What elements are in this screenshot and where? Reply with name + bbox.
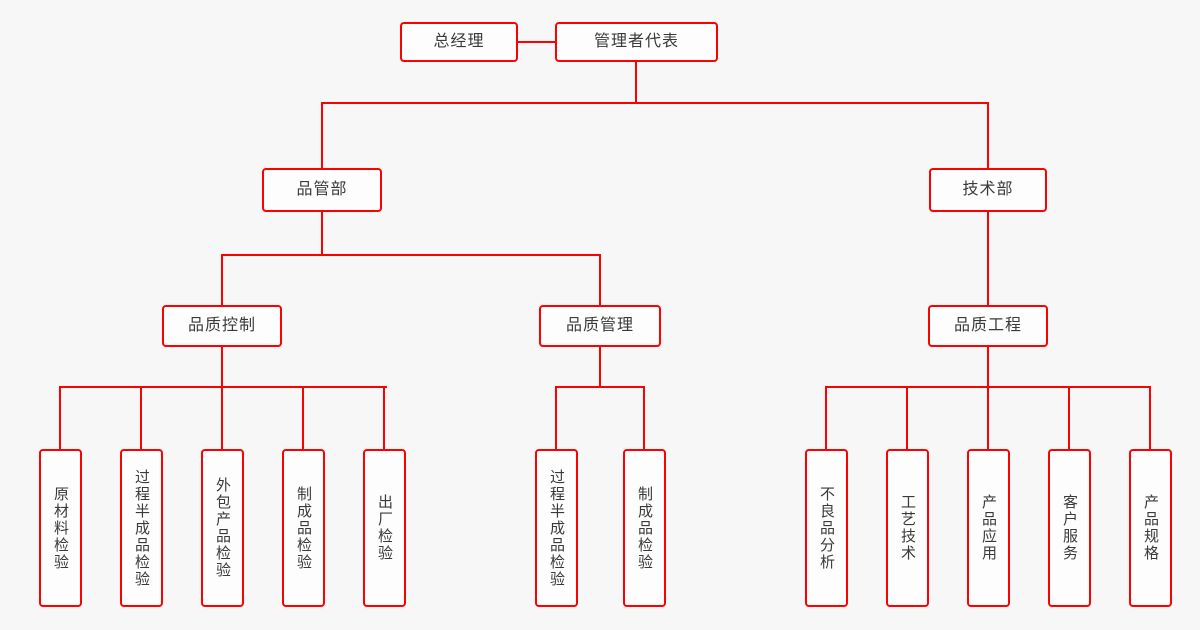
node-customer-service: 客户服务 (1048, 449, 1091, 607)
connector-qm-leaf-1 (555, 386, 557, 449)
node-qm-finished-product-inspection: 制成品检验 (623, 449, 666, 607)
node-product-specification: 产品规格 (1129, 449, 1172, 607)
node-defective-product-analysis: 不良品分析 (805, 449, 848, 607)
connector-quality-engineering-down (987, 347, 989, 388)
connector-qe-leaf-4 (1068, 386, 1070, 449)
connector-qe-leaf-3 (987, 386, 989, 449)
node-label: 总经理 (433, 33, 485, 50)
connector-quality-split-horizontal (221, 254, 601, 256)
connector-main-horizontal (321, 102, 989, 104)
node-general-manager: 总经理 (400, 22, 518, 62)
node-label: 原材料检验 (52, 485, 69, 571)
connector-quality-control-down (221, 347, 223, 388)
node-label: 客户服务 (1061, 494, 1078, 562)
node-outgoing-inspection: 出厂检验 (363, 449, 406, 607)
node-process-semi-product-inspection: 过程半成品检验 (120, 449, 163, 607)
node-tech-dept: 技术部 (929, 168, 1047, 212)
node-label: 过程半成品检验 (133, 468, 150, 588)
node-management-representative: 管理者代表 (555, 22, 718, 62)
node-label: 过程半成品检验 (548, 468, 565, 588)
node-outsourced-product-inspection: 外包产品检验 (201, 449, 244, 607)
node-label: 品质管理 (565, 317, 634, 334)
connector-to-tech-dept (987, 102, 989, 168)
node-quality-engineering: 品质工程 (928, 305, 1048, 347)
node-label: 外包产品检验 (214, 477, 231, 579)
node-quality-dept: 品管部 (262, 168, 382, 212)
connector-qc-leaf-2 (140, 386, 142, 449)
connector-to-quality-dept (321, 102, 323, 168)
connector-qe-leaf-5 (1149, 386, 1151, 449)
node-label: 技术部 (962, 181, 1014, 198)
node-label: 制成品检验 (636, 485, 653, 571)
node-product-application: 产品应用 (967, 449, 1010, 607)
node-label: 品质控制 (187, 317, 256, 334)
connector-to-quality-management (599, 254, 601, 305)
node-label: 工艺技术 (899, 494, 916, 562)
connector-qc-leaf-4 (302, 386, 304, 449)
node-raw-material-inspection: 原材料检验 (39, 449, 82, 607)
node-label: 出厂检验 (376, 494, 393, 562)
node-label: 制成品检验 (295, 485, 312, 571)
node-quality-control: 品质控制 (162, 305, 282, 347)
node-label: 产品应用 (980, 494, 997, 562)
node-label: 不良品分析 (818, 485, 835, 571)
node-label: 管理者代表 (593, 33, 679, 50)
node-label: 品质工程 (953, 317, 1022, 334)
connector-qc-leaves-horizontal (59, 386, 387, 388)
node-label: 产品规格 (1142, 494, 1159, 562)
connector-rep-down (635, 62, 637, 104)
connector-qc-leaf-5 (383, 386, 385, 449)
connector-qc-leaf-3 (221, 386, 223, 449)
node-finished-product-inspection: 制成品检验 (282, 449, 325, 607)
connector-to-quality-control (221, 254, 223, 305)
connector-quality-dept-down (321, 212, 323, 256)
node-qm-process-semi-product-inspection: 过程半成品检验 (535, 449, 578, 607)
connector-qe-leaf-2 (906, 386, 908, 449)
connector-qm-leaves-horizontal (555, 386, 645, 388)
node-quality-management: 品质管理 (539, 305, 661, 347)
connector-quality-management-down (599, 347, 601, 388)
node-process-technology: 工艺技术 (886, 449, 929, 607)
connector-gm-rep (518, 41, 555, 43)
connector-tech-to-quality-engineering (987, 212, 989, 305)
connector-qm-leaf-2 (643, 386, 645, 449)
connector-qe-leaf-1 (825, 386, 827, 449)
connector-qc-leaf-1 (59, 386, 61, 449)
node-label: 品管部 (296, 181, 348, 198)
